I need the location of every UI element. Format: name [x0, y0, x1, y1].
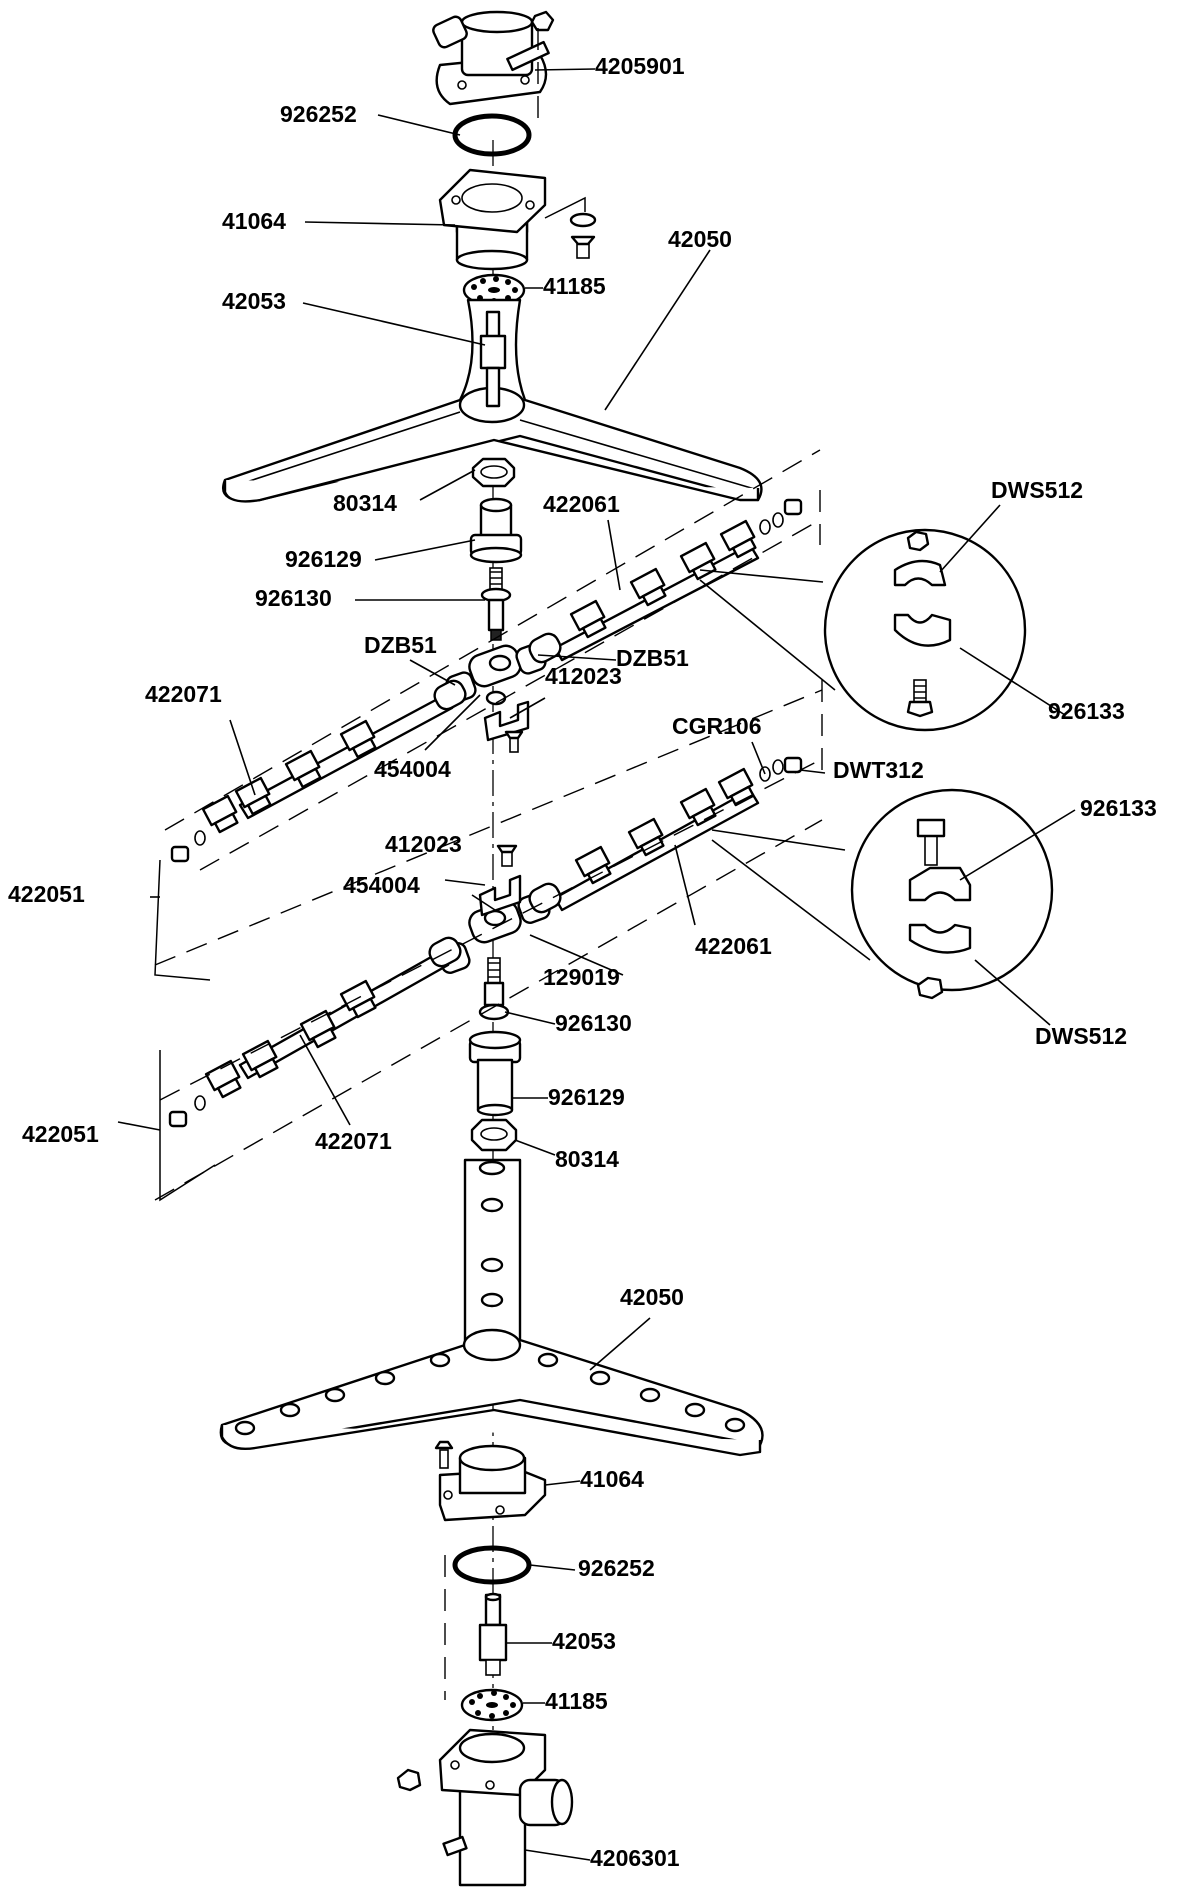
part-422071-arm-upper-left [170, 679, 467, 863]
label-129019: 129019 [543, 964, 620, 990]
part-422061-arm-lower-right [528, 756, 803, 914]
label-41185-top: 41185 [543, 273, 606, 299]
part-80314-nut-top [471, 457, 516, 488]
label-422051-top: 422051 [8, 881, 85, 907]
label-926252-bot: 926252 [578, 1555, 655, 1581]
part-926129-bushing-lower [468, 1030, 522, 1117]
label-926129-top: 926129 [285, 546, 362, 572]
leader-lines [117, 68, 826, 1861]
part-42050-spider-bottom [219, 1158, 764, 1457]
part-hub-upper [445, 643, 547, 706]
part-4205901-top-housing [432, 10, 555, 106]
label-422071-mid: 422071 [315, 1128, 392, 1154]
label-926130-mid: 926130 [555, 1010, 632, 1036]
part-41064-flange-top [438, 168, 547, 271]
part-926129-bushing-top [469, 497, 523, 564]
part-422061-arm-upper-right [528, 498, 803, 664]
label-4206301: 4206301 [590, 1845, 680, 1871]
part-42053-stud-bottom [478, 1592, 508, 1676]
label-926130-top: 926130 [255, 585, 332, 611]
label-422061-mid: 422061 [695, 933, 772, 959]
label-41064-top: 41064 [222, 208, 286, 234]
label-DZB51-right: DZB51 [616, 645, 689, 671]
label-CGR106: CGR106 [672, 713, 762, 739]
part-412023-clip-lower [478, 844, 522, 917]
part-926252-oring-top [452, 113, 532, 157]
part-412023-clip-upper [483, 700, 530, 753]
guide-lines [154, 449, 823, 1201]
label-454004-mid: 454004 [343, 872, 420, 898]
part-926252-oring-bottom [452, 1545, 532, 1585]
label-412023-top: 412023 [545, 663, 622, 689]
label-80314-mid: 80314 [555, 1146, 619, 1172]
part-80314-nut-lower [470, 1118, 518, 1152]
label-42050-top: 42050 [668, 226, 732, 252]
label-926133-top: 926133 [1048, 698, 1125, 724]
label-422051-bot: 422051 [22, 1121, 99, 1147]
label-454004-top: 454004 [374, 756, 451, 782]
label-42053-bot: 42053 [552, 1628, 616, 1654]
part-41064-flange-bottom [434, 1440, 547, 1522]
part-4206301-bottom-housing [396, 1728, 574, 1887]
label-926129-mid: 926129 [548, 1084, 625, 1110]
label-412023-mid: 412023 [385, 831, 462, 857]
label-DWT312: DWT312 [833, 757, 924, 783]
part-41185-disc-bottom [460, 1688, 524, 1722]
part-926130-stud-top [480, 567, 512, 641]
label-926133-mid: 926133 [1080, 795, 1157, 821]
label-42053-top: 42053 [222, 288, 286, 314]
part-screw-top [569, 212, 597, 259]
part-422071-arm-lower-left [168, 936, 462, 1128]
label-DWS512-mid: DWS512 [1035, 1023, 1128, 1049]
label-4205901: 4205901 [595, 53, 685, 79]
label-DWS512-top: DWS512 [991, 477, 1084, 503]
label-41185-bot: 41185 [545, 1688, 608, 1714]
label-422061-top: 422061 [543, 491, 620, 517]
label-42050-bot: 42050 [620, 1284, 684, 1310]
label-41064-bot: 41064 [580, 1466, 644, 1492]
label-422071-top: 422071 [145, 681, 222, 707]
label-80314-top: 80314 [333, 490, 397, 516]
label-926252-top: 926252 [280, 101, 357, 127]
detail-circle-top [823, 528, 1027, 732]
detail-circle-mid [850, 788, 1054, 1000]
part-926130-stud-lower [478, 957, 510, 1021]
label-DZB51-left: DZB51 [364, 632, 437, 658]
